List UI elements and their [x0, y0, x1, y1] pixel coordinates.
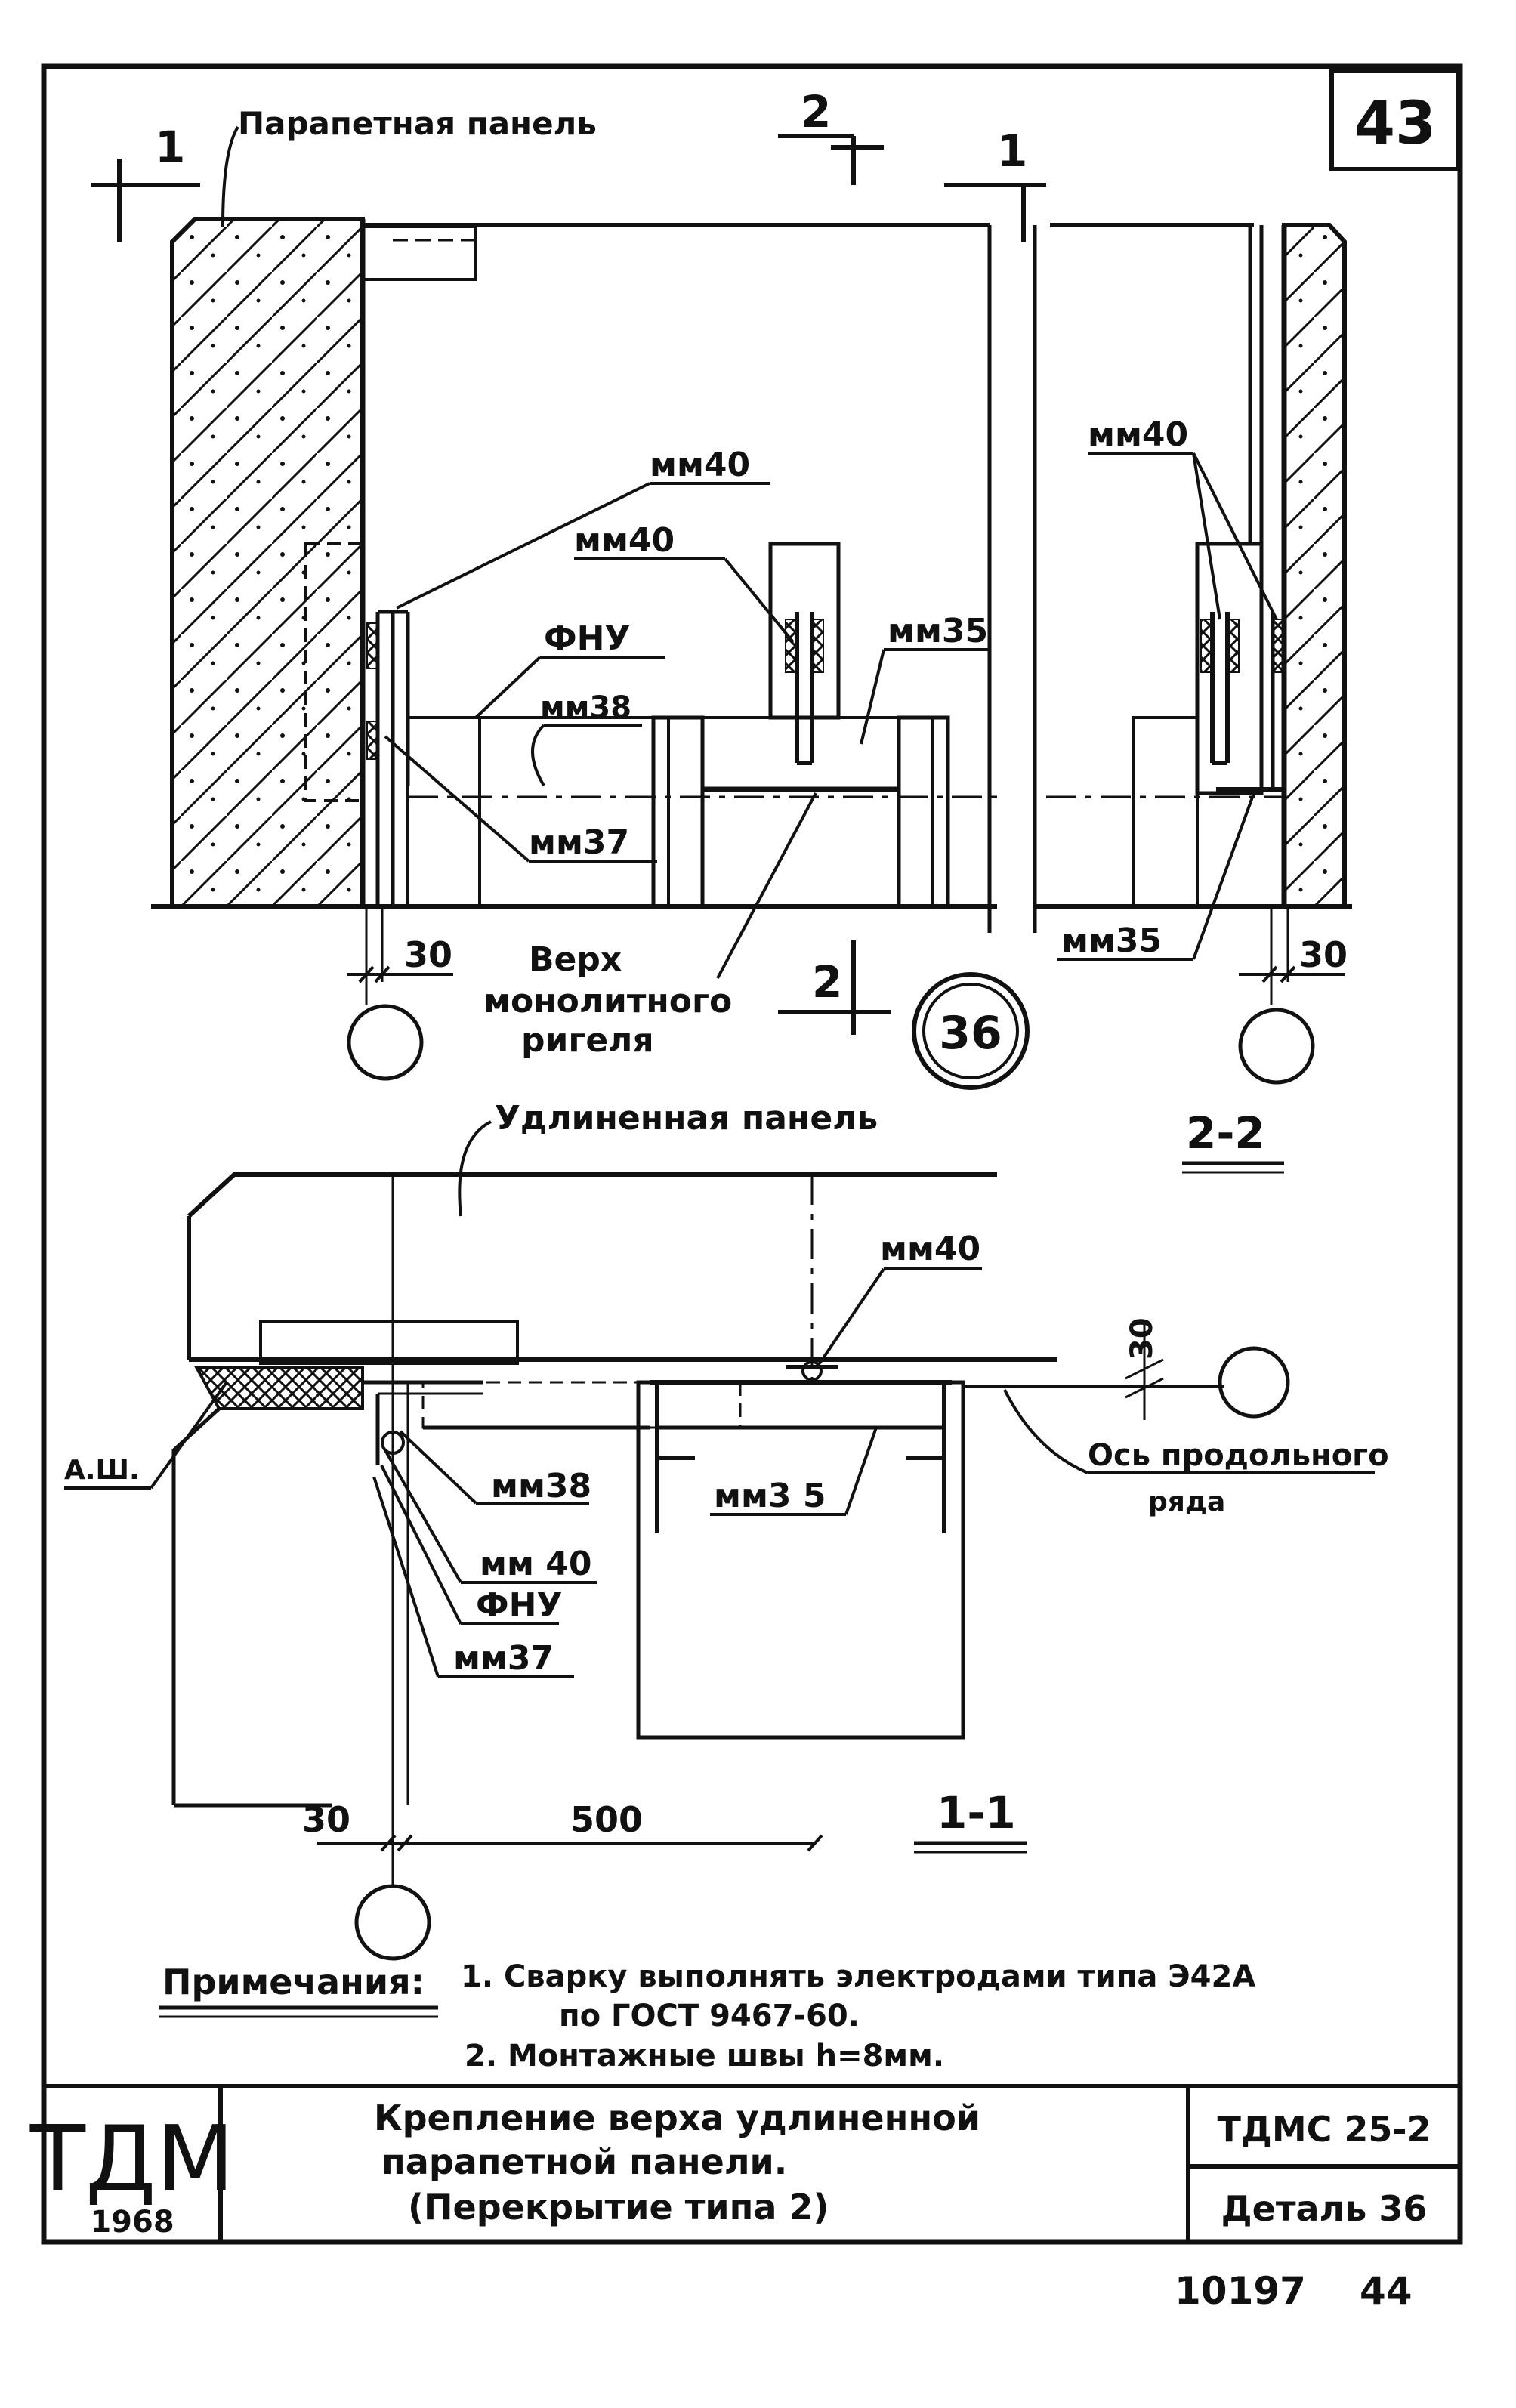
- section-1-1-view: [171, 1172, 1290, 1961]
- detail-circle-number: 36: [939, 1007, 1002, 1060]
- axis-label-line1: Ось продольного: [1088, 1438, 1389, 1473]
- mm40-label-b: мм40: [574, 521, 675, 560]
- drawing-code: ТДМС 25-2: [1217, 2109, 1431, 2150]
- mm40-label-a: мм40: [650, 446, 750, 484]
- section-2-2-view: [1035, 223, 1352, 1005]
- main-view-leaders: [384, 482, 990, 979]
- dim-30-a: 30: [404, 934, 452, 975]
- dim-30-b: 30: [1299, 934, 1348, 975]
- title-line1: Крепление верха удлиненной: [374, 2098, 980, 2138]
- dim-500: 500: [570, 1799, 643, 1840]
- section-marker-2-top: [778, 134, 884, 185]
- section-1-1-title: 1-1: [937, 1787, 1016, 1838]
- extended-panel-label: Удлиненная панель: [495, 1099, 878, 1138]
- title-line3: (Перекрытие типа 2): [408, 2187, 829, 2227]
- footer-number-right: 44: [1360, 2269, 1413, 2313]
- section-marker-2-bottom: [778, 940, 891, 1035]
- title-line2: парапетной панели.: [381, 2141, 787, 2182]
- parapet-panel-shape: [170, 217, 365, 909]
- section-1-left-label: 1: [155, 122, 185, 173]
- detail-number: Деталь 36: [1221, 2188, 1428, 2229]
- title-block-logo: ТДМ: [29, 2107, 235, 2212]
- mm40-label-c: мм40: [1088, 415, 1188, 454]
- footer-number-left: 10197: [1175, 2269, 1306, 2313]
- mm40-label-e: мм 40: [480, 1545, 591, 1583]
- section-2-top-label: 2: [801, 86, 831, 137]
- sheet-number-box: 43: [1329, 69, 1461, 171]
- notes-block: Примечания: 1. Сварку выполнять электрод…: [159, 1959, 1255, 2073]
- sheet-frame: [41, 63, 1463, 2245]
- sheet-number: 43: [1354, 90, 1437, 158]
- section-marker-1-right: [944, 183, 1046, 242]
- fnu-label-b: ФНУ: [476, 1586, 562, 1625]
- section-1-1-leaders: [64, 1267, 1375, 1678]
- mm35-label-c: мм3 5: [714, 1477, 826, 1515]
- mm38-label-b: мм38: [491, 1467, 591, 1505]
- notes-line2: по ГОСТ 9467-60.: [559, 1999, 860, 2033]
- section-marker-1-left: [91, 159, 200, 242]
- top-girder-line2: монолитного: [483, 982, 732, 1020]
- section-2-2-title: 2-2: [1186, 1107, 1265, 1159]
- mm35-label-a: мм35: [888, 612, 988, 650]
- mm40-label-d: мм40: [880, 1230, 980, 1268]
- top-girder-line1: Верх: [529, 940, 622, 979]
- dim-30-c: 30: [302, 1799, 350, 1840]
- title-block: [218, 2086, 1460, 2242]
- axis-label-line2: ряда: [1148, 1486, 1225, 1517]
- notes-line3: 2. Монтажные швы h=8мм.: [465, 2039, 944, 2073]
- dim-30-d: 30: [1125, 1317, 1159, 1360]
- notes-line1: 1. Сварку выполнять электродами типа Э42…: [461, 1959, 1255, 1994]
- top-girder-line3: ригеля: [521, 1021, 654, 1060]
- mm37-label-b: мм37: [453, 1639, 554, 1678]
- parapet-panel-label: Парапетная панель: [238, 105, 597, 142]
- fnu-label-a: ФНУ: [544, 619, 630, 658]
- ash-label: А.Ш.: [64, 1455, 140, 1486]
- detail-circle: 36: [912, 972, 1030, 1090]
- mm38-label-a: мм38: [540, 690, 631, 725]
- title-block-year: 1968: [90, 2205, 174, 2240]
- mm37-label-a: мм37: [529, 823, 629, 862]
- section-2-bottom-label: 2: [812, 956, 842, 1008]
- section-2-2-leaders: [1057, 452, 1345, 1174]
- notes-heading: Примечания:: [162, 1962, 425, 2002]
- main-view-dimension: [347, 965, 453, 1081]
- main-view: [151, 217, 1037, 1005]
- section-1-right-label: 1: [997, 125, 1027, 177]
- mm35-label-b: мм35: [1061, 922, 1162, 960]
